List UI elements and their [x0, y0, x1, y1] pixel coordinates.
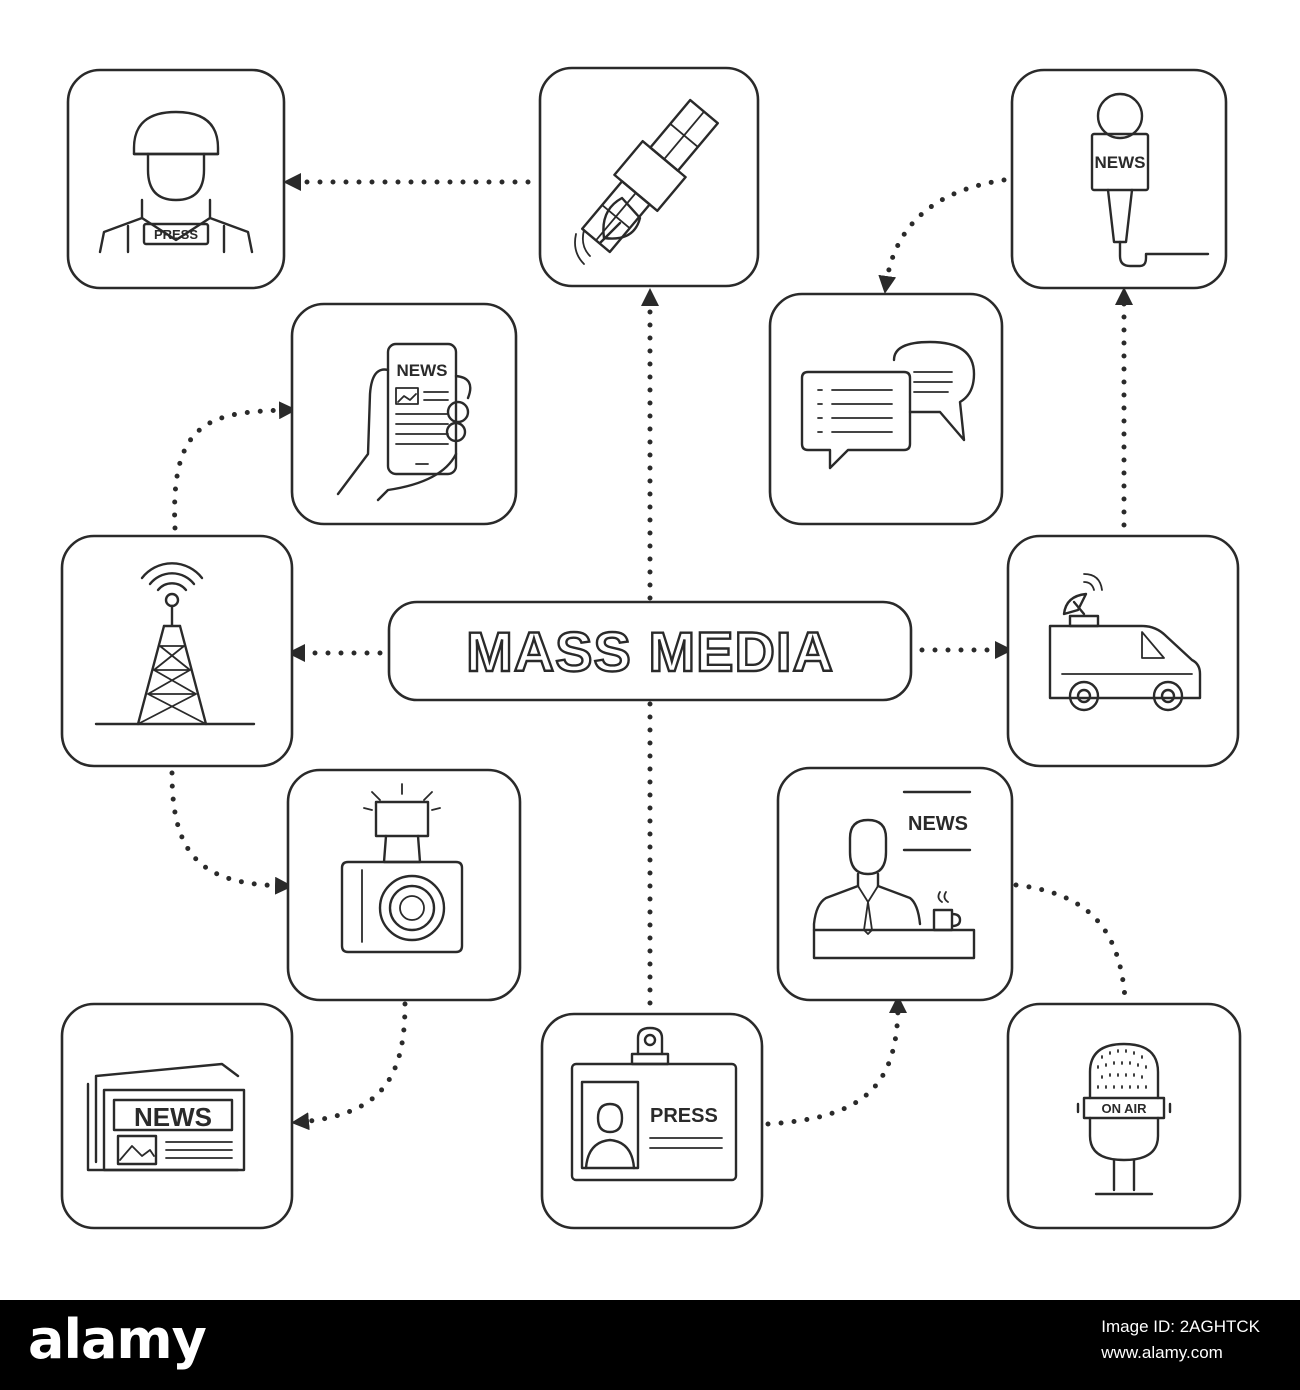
- connectors: [169, 173, 1135, 1131]
- mind-map-diagram: MASS MEDIA PRESS: [60, 66, 1242, 1230]
- press-badge-icon: PRESS: [570, 1026, 738, 1182]
- press-vest-label: PRESS: [154, 227, 198, 242]
- news-anchor-icon: NEWS: [812, 790, 976, 960]
- on-air-label: ON AIR: [1101, 1101, 1147, 1116]
- mic-news-label: NEWS: [1095, 153, 1146, 172]
- news-van-icon: [1048, 573, 1202, 712]
- central-topic-title: MASS MEDIA: [466, 620, 834, 683]
- satellite-icon: [574, 98, 719, 265]
- edge-badge-to-anchor: [765, 995, 907, 1127]
- central-topic-box: [387, 600, 913, 702]
- node-on-air-microphone: ON AIR: [1006, 1002, 1242, 1230]
- camera-icon: [340, 783, 464, 954]
- news-microphone-icon: NEWS: [1090, 92, 1210, 268]
- broadcast-tower-icon: [94, 562, 256, 726]
- newspaper-icon: NEWS: [86, 1062, 246, 1172]
- footer-bar: alamy Image ID: 2AGHTCK www.alamy.com: [0, 1300, 1300, 1390]
- anchor-news-label: NEWS: [908, 813, 968, 835]
- node-news-van: [1006, 534, 1240, 768]
- node-press-badge: PRESS: [540, 1012, 764, 1230]
- edge-microphone-to-chat: [878, 177, 1007, 294]
- node-satellite: [538, 66, 760, 288]
- node-war-correspondent: PRESS: [66, 68, 286, 290]
- image-id-label: Image ID: 2AGHTCK: [1101, 1317, 1260, 1336]
- node-mobile-news: NEWS: [290, 302, 518, 526]
- footer-meta: Image ID: 2AGHTCK www.alamy.com: [1101, 1314, 1260, 1366]
- edge-tower-to-mobile: [172, 401, 297, 531]
- node-chat-bubbles: [768, 292, 1004, 526]
- chat-bubbles-icon: [800, 340, 976, 470]
- node-news-anchor: NEWS: [776, 766, 1014, 1002]
- node-news-microphone: NEWS: [1010, 68, 1228, 290]
- newspaper-news-label: NEWS: [134, 1102, 212, 1132]
- node-broadcast-tower: [60, 534, 294, 768]
- node-newspaper: NEWS: [60, 1002, 294, 1230]
- on-air-microphone-icon: ON AIR: [1076, 1042, 1172, 1196]
- node-camera: [286, 768, 522, 1002]
- central-topic: MASS MEDIA: [387, 600, 913, 702]
- war-correspondent-icon: PRESS: [98, 110, 254, 254]
- mobile-news-icon: NEWS: [336, 342, 472, 502]
- phone-news-label: NEWS: [397, 361, 448, 380]
- edge-tower-to-camera: [169, 770, 293, 895]
- edge-camera-to-newspaper: [291, 1001, 408, 1131]
- badge-press-label: PRESS: [650, 1105, 718, 1127]
- brand-logo[interactable]: alamy: [28, 1308, 207, 1371]
- site-url-link[interactable]: www.alamy.com: [1101, 1343, 1223, 1362]
